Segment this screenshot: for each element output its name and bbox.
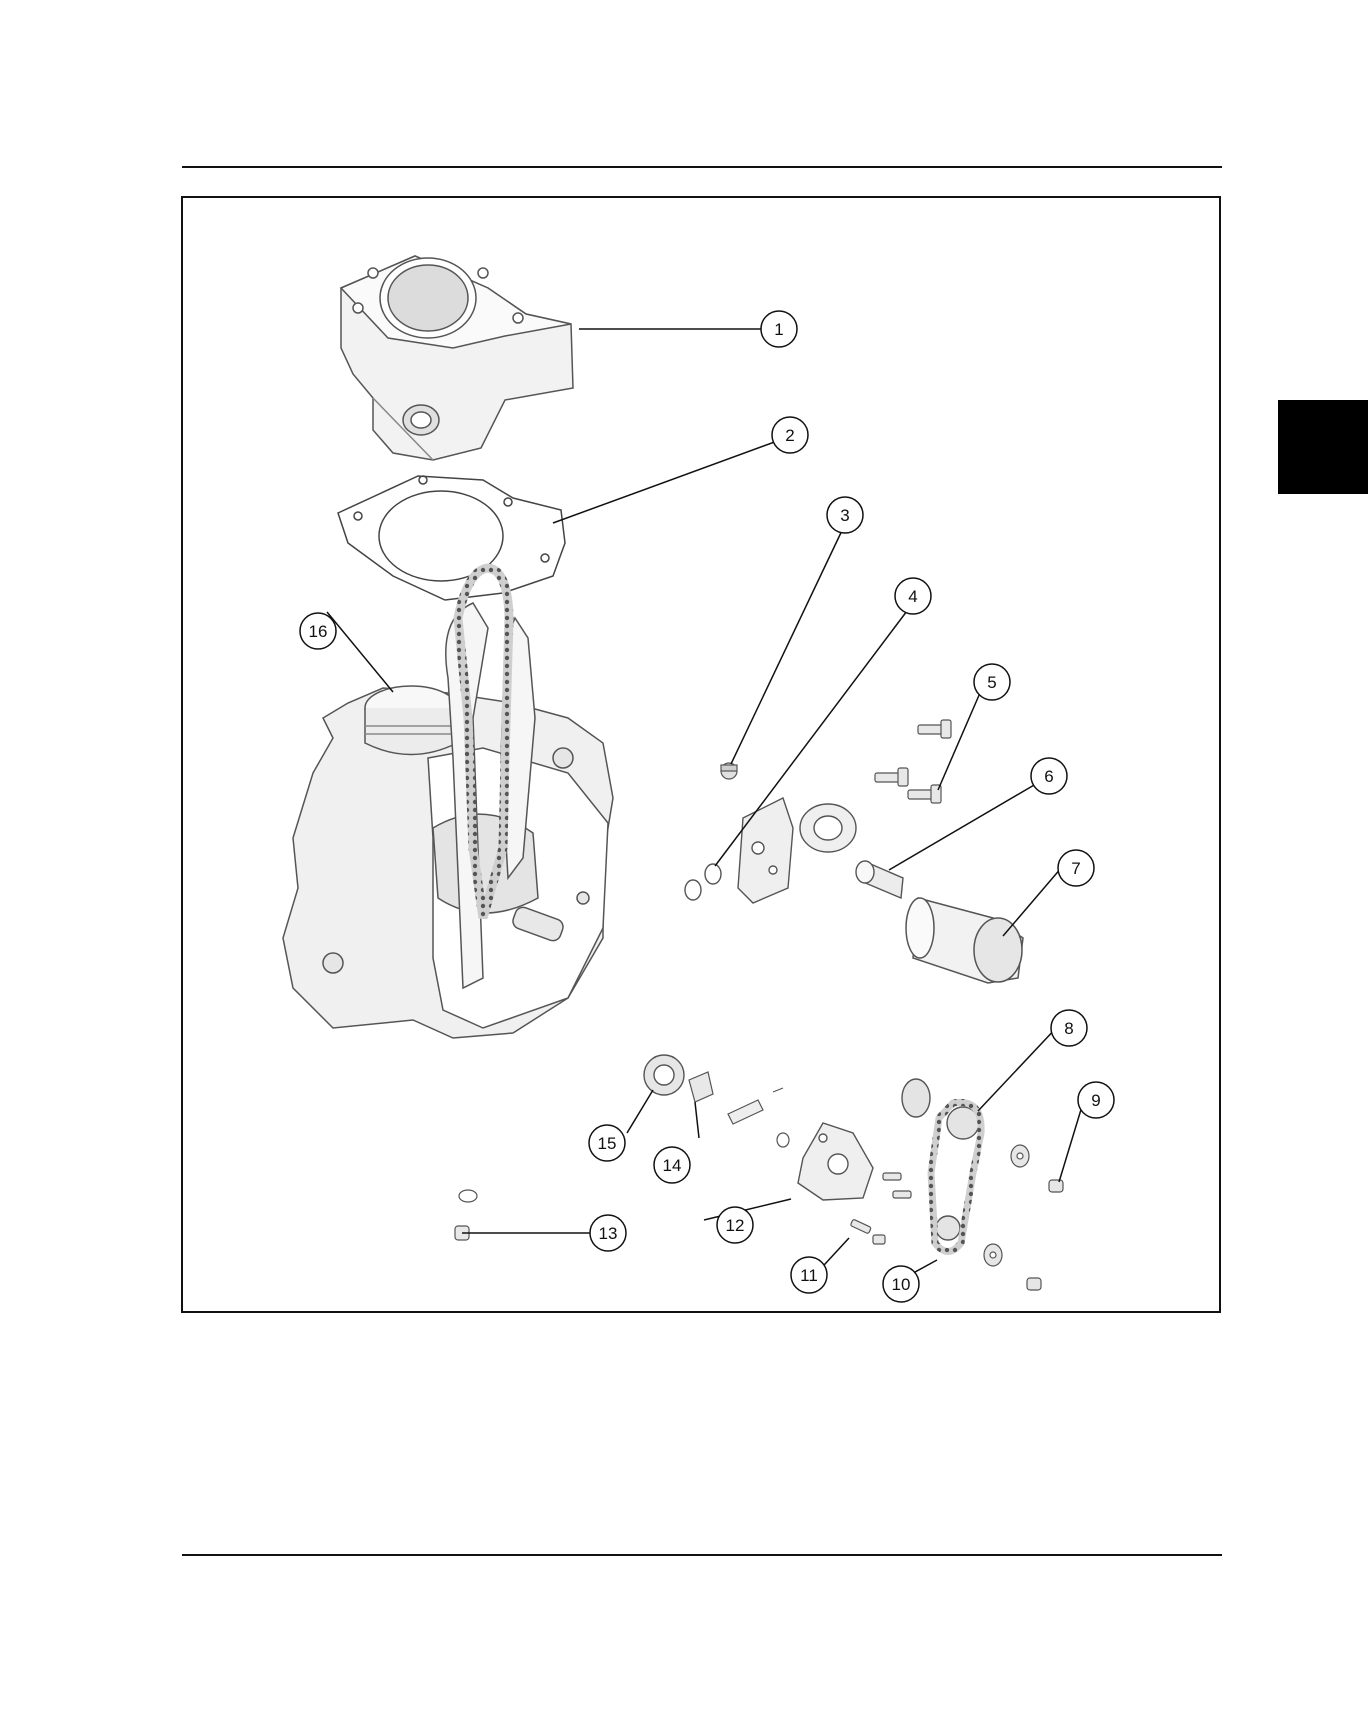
callout-4: 4 bbox=[895, 578, 931, 614]
oil-pump-part bbox=[798, 1123, 873, 1200]
callout-5: 5 bbox=[974, 664, 1010, 700]
bolt-set-part bbox=[875, 720, 951, 803]
gasket-part bbox=[338, 476, 565, 600]
callout-13: 13 bbox=[590, 1215, 626, 1251]
callout-9: 9 bbox=[1078, 1082, 1114, 1118]
drive-link-part bbox=[689, 1072, 713, 1102]
figure-frame: 1 2 3 4 5 6 7 8 9 10 11 12 bbox=[181, 196, 1221, 1313]
callout-number: 11 bbox=[800, 1266, 818, 1285]
callout-number: 16 bbox=[309, 622, 328, 641]
footer-rule bbox=[182, 1554, 1222, 1556]
callout-6: 6 bbox=[1031, 758, 1067, 794]
callout-number: 7 bbox=[1071, 859, 1080, 878]
washer-bolt-part bbox=[984, 1145, 1063, 1290]
callout-1: 1 bbox=[761, 311, 797, 347]
callout-number: 4 bbox=[908, 587, 917, 606]
callout-3: 3 bbox=[827, 497, 863, 533]
exploded-view-diagram: 1 2 3 4 5 6 7 8 9 10 11 12 bbox=[183, 198, 1219, 1311]
cylinder-part bbox=[341, 256, 573, 460]
pump-shaft-part bbox=[728, 1088, 789, 1147]
callout-number: 12 bbox=[726, 1216, 745, 1235]
callout-number: 14 bbox=[663, 1156, 682, 1175]
callout-number: 5 bbox=[987, 673, 996, 692]
callout-number: 1 bbox=[774, 320, 783, 339]
callout-14: 14 bbox=[654, 1147, 690, 1183]
callout-number: 9 bbox=[1091, 1091, 1100, 1110]
callout-10: 10 bbox=[883, 1266, 919, 1302]
callout-number: 13 bbox=[599, 1224, 618, 1243]
callout-number: 15 bbox=[598, 1134, 617, 1153]
callout-number: 6 bbox=[1044, 767, 1053, 786]
callout-8: 8 bbox=[1051, 1010, 1087, 1046]
callout-number: 8 bbox=[1064, 1019, 1073, 1038]
callout-12: 12 bbox=[717, 1207, 753, 1243]
callout-number: 3 bbox=[840, 506, 849, 525]
crankcase-part bbox=[283, 603, 613, 1038]
callout-15: 15 bbox=[589, 1125, 625, 1161]
header-rule bbox=[182, 166, 1222, 168]
callout-2: 2 bbox=[772, 417, 808, 453]
callout-number: 2 bbox=[785, 426, 794, 445]
oil-filter-part bbox=[906, 898, 1023, 983]
callout-number: 10 bbox=[892, 1275, 911, 1294]
callout-11: 11 bbox=[791, 1257, 827, 1293]
o-ring-part bbox=[685, 864, 721, 900]
dowel-sleeve-part bbox=[721, 763, 737, 779]
filter-adapter-part bbox=[738, 798, 856, 903]
chapter-tab bbox=[1278, 400, 1368, 494]
callout-16: 16 bbox=[300, 613, 336, 649]
rotor-part bbox=[644, 1055, 684, 1095]
callout-7: 7 bbox=[1058, 850, 1094, 886]
